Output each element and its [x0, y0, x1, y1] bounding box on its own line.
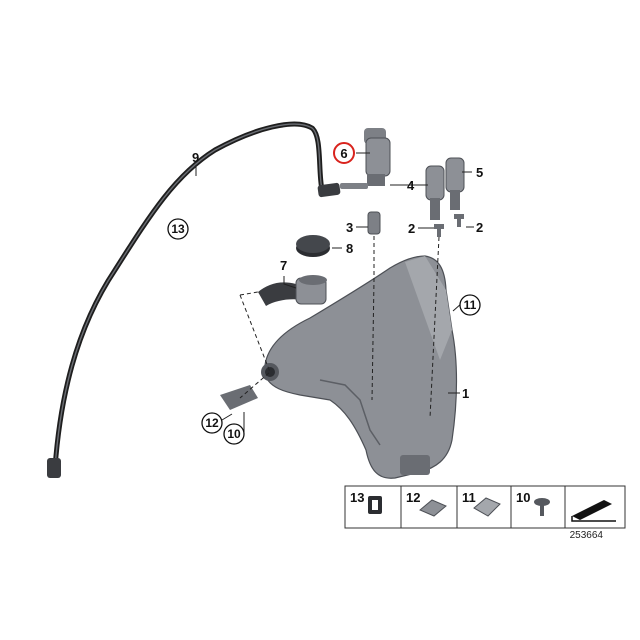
callout-5: 5 [476, 165, 483, 180]
legend-item-13: 13 [350, 490, 364, 505]
callout-3: 3 [346, 220, 353, 235]
callouts: 6 5 4 3 2 2 8 7 1 9 11 13 12 10 [167, 142, 483, 445]
clip-13-icon [368, 496, 382, 514]
callout-8: 8 [346, 241, 353, 256]
callout-10: 10 [227, 427, 241, 441]
callout-2b: 2 [476, 220, 483, 235]
highlight-circle [333, 142, 355, 164]
callout-1: 1 [462, 386, 469, 401]
parts-legend: 13 12 11 10 253664 [344, 485, 626, 541]
grommet-part [367, 211, 381, 235]
catalog-symbol-icon [571, 500, 616, 522]
callout-2a: 2 [408, 221, 415, 236]
legend-item-10: 10 [516, 490, 530, 505]
clip-11-icon [473, 497, 501, 517]
legend-item-12: 12 [406, 490, 420, 505]
washer-pump-pair-part [425, 157, 465, 220]
callout-13: 13 [171, 222, 185, 236]
legend-item-11: 11 [462, 490, 476, 505]
callout-7: 7 [280, 258, 287, 273]
washer-pump-part [340, 128, 391, 189]
reference-number: 253664 [570, 530, 604, 541]
filler-neck-part [258, 275, 327, 306]
screw-parts [434, 214, 464, 237]
washer-reservoir-part [220, 255, 458, 479]
clip-12-icon [419, 499, 447, 517]
callout-12: 12 [205, 416, 219, 430]
callout-9: 9 [192, 150, 199, 165]
assembly-lines [239, 236, 440, 419]
washer-hose-part [47, 121, 341, 478]
callout-6: 6 [340, 146, 347, 161]
callout-11: 11 [464, 298, 477, 312]
callout-4: 4 [407, 178, 415, 193]
filler-cap-part [296, 235, 330, 257]
screw-10-icon [534, 498, 550, 516]
